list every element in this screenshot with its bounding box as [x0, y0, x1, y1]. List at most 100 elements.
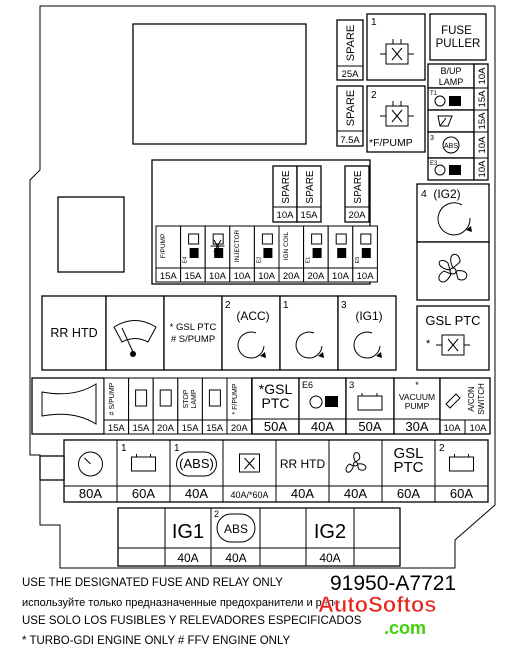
- multi-fuse-cell[interactable]: 2 60A: [434, 440, 474, 502]
- mini-fuse-slot[interactable]: INJECTOR 10A: [229, 225, 255, 283]
- mini-fuse-slot[interactable]: E1 20A: [303, 225, 329, 283]
- mini-fuse-label: IGN COIL: [283, 231, 290, 260]
- relay-4-ig2[interactable]: 4 (IG2): [416, 183, 490, 243]
- spare-fuse-25a[interactable]: SPARE 25A: [336, 19, 364, 81]
- abs2-fuse[interactable]: 2 ABS 40A: [214, 509, 256, 565]
- multi-fuse-label: RR HTD: [280, 457, 326, 471]
- engine-icon: [261, 233, 273, 245]
- svg-text:# S/PUMP: # S/PUMP: [171, 334, 215, 345]
- footer-line-3: USE SOLO LOS FUSIBLES Y RELEVADORES ESPE…: [22, 615, 362, 627]
- fuse-puller-line1: FUSE: [441, 25, 472, 37]
- engine-icon: [335, 233, 347, 245]
- relay-1-blank[interactable]: 1: [279, 295, 339, 371]
- mini-fuse-slot[interactable]: 10A: [204, 225, 231, 283]
- svg-text:IG2: IG2: [314, 521, 346, 543]
- mini-fuse-amp: 10A: [258, 271, 276, 282]
- module-icon: [263, 248, 273, 258]
- lower-fuse-amp: 20A: [231, 423, 249, 434]
- engine-check-icon: [434, 95, 461, 107]
- cell-number: 2: [439, 443, 445, 454]
- fuse-symbol-icon: [159, 389, 172, 407]
- mini-fuse-code: E1: [306, 257, 312, 264]
- lower-fuse-label: LAMP: [191, 389, 198, 408]
- lower-small-fuse[interactable]: 20A: [152, 377, 179, 435]
- battery-icon: [131, 454, 156, 472]
- mini-fuse-slot[interactable]: IGN COIL 20A: [278, 225, 305, 283]
- mini-fuse-amp: 10A: [234, 271, 252, 282]
- cell-number: 1: [121, 443, 127, 454]
- mini-fuse-amp: 20A: [283, 271, 301, 282]
- footer-line-1: USE THE DESIGNATED FUSE AND RELAY ONLY: [22, 577, 283, 589]
- mini-fuse-slot[interactable]: 10A: [327, 225, 354, 283]
- ig1-fuse[interactable]: IG1 40A: [172, 521, 204, 565]
- multi-fuse-cell[interactable]: 40A: [328, 440, 367, 502]
- svg-text:7.5A: 7.5A: [340, 135, 360, 146]
- multi-fuse-cell[interactable]: 40A/*60A: [222, 440, 269, 502]
- svg-text:40A: 40A: [177, 551, 198, 565]
- module-icon: [189, 248, 199, 258]
- svg-text:.com: .com: [384, 618, 426, 638]
- multi-fuse-amp: 40A: [291, 486, 314, 501]
- svg-text:SPARE: SPARE: [345, 25, 357, 61]
- multi-fuse-amp: 40A/*60A: [230, 490, 268, 500]
- svg-text:ABS: ABS: [224, 522, 248, 536]
- svg-text:RR HTD: RR HTD: [50, 326, 97, 340]
- multi-fuse-cell[interactable]: 80A: [78, 451, 103, 501]
- part-number: 91950-A7721: [330, 572, 456, 595]
- mini-fuse-amp: 20A: [307, 271, 325, 282]
- multi-fuse-cell[interactable]: RR HTD 40A: [275, 440, 326, 502]
- mini-fuse-label: INJECTOR: [234, 230, 241, 263]
- relay-1[interactable]: 1: [366, 13, 426, 81]
- lower-small-fuse[interactable]: 15A: [201, 377, 228, 435]
- relay-2-fuel-pump[interactable]: 2 *F/PUMP: [366, 85, 426, 153]
- relay-3-ig1[interactable]: 3 (IG1): [337, 295, 397, 371]
- lower-small-fuse[interactable]: 15A: [128, 377, 154, 435]
- gsl-ptc-relay[interactable]: GSL PTC *: [416, 305, 490, 371]
- spare-fuse-7-5a[interactable]: SPARE 7.5A: [336, 85, 364, 147]
- svg-text:AutoSoftos: AutoSoftos: [318, 592, 437, 617]
- wiper-relay[interactable]: [105, 295, 165, 371]
- multi-fuse-cell[interactable]: 1(ABS)40A: [169, 440, 217, 502]
- ig2-fuse[interactable]: IG2 40A: [314, 521, 346, 565]
- svg-text:* GSL PTC: * GSL PTC: [170, 322, 217, 333]
- acon-switch-fuse[interactable]: A/CON SWITCH 10A 10A: [439, 377, 491, 435]
- multi-fuse-tab: [39, 455, 65, 481]
- fuse-star: *: [415, 380, 419, 390]
- multi-fuse-amp: 60A: [450, 486, 473, 501]
- svg-text:10A: 10A: [477, 136, 488, 154]
- horn-fuse[interactable]: [31, 377, 105, 435]
- footer: USE THE DESIGNATED FUSE AND RELAY ONLY 9…: [22, 572, 456, 647]
- gsl-ptc-spump-relay[interactable]: * GSL PTC # S/PUMP: [163, 295, 223, 371]
- relay-2-acc[interactable]: 2 (ACC): [221, 295, 281, 371]
- svg-text:ABS: ABS: [444, 143, 458, 150]
- svg-text:FUSE PULLER: FUSE PULLER: [436, 25, 481, 50]
- cooling-fan-relay[interactable]: [416, 241, 490, 301]
- cover-window-large: [132, 23, 307, 145]
- spare-label: SPARE: [281, 170, 292, 203]
- fuse-puller[interactable]: FUSE PULLER: [429, 13, 487, 61]
- fan-motor-relay-icon: [436, 334, 470, 356]
- svg-text:*: *: [426, 338, 431, 350]
- rr-htd-relay[interactable]: RR HTD: [41, 295, 107, 371]
- svg-text:(IG2): (IG2): [433, 187, 460, 201]
- cell-number: 1: [174, 443, 180, 454]
